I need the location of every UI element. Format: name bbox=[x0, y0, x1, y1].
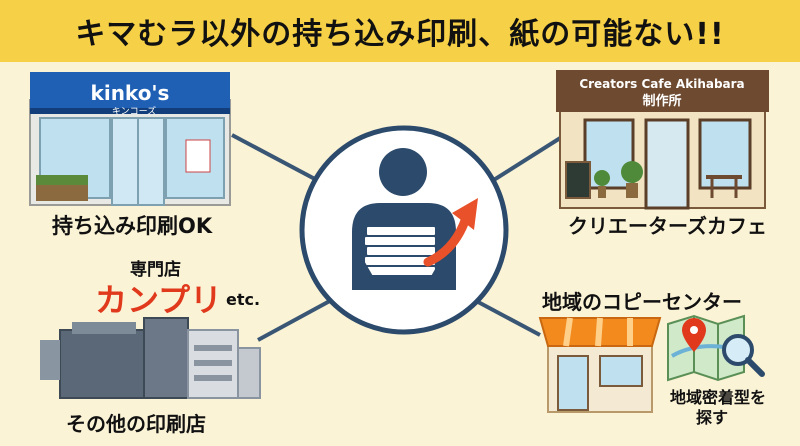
center-circle bbox=[299, 125, 509, 335]
copy-center-note-line1: 地域密着型を bbox=[670, 388, 767, 407]
kinkos-brand: kinko's bbox=[91, 81, 170, 105]
kinkos-caption: 持ち込み印刷OK bbox=[52, 214, 213, 238]
copy-center-note-line2: 探す bbox=[696, 408, 729, 427]
copy-center-heading: 地域のコピーセンター bbox=[542, 290, 742, 314]
print-shops-caption: その他の印刷店 bbox=[66, 412, 206, 436]
cafe-sign-line1: Creators Cafe Akihabara bbox=[579, 77, 744, 91]
magnifier-icon bbox=[722, 334, 765, 377]
person-with-papers-icon bbox=[352, 148, 456, 290]
print-shops-big-label: カンプリ bbox=[95, 281, 223, 319]
cafe-caption: クリエーターズカフェ bbox=[568, 214, 767, 238]
cafe-sign-line2: 制作所 bbox=[642, 93, 681, 109]
page-title: キマむラ以外の持ち込み印刷、紙の可能ない!! bbox=[75, 17, 725, 52]
map-pin-icon bbox=[682, 318, 706, 352]
kinkos-store bbox=[29, 72, 231, 206]
kinkos-brand-kana: キンコーズ bbox=[112, 105, 156, 117]
print-shops-small-label: 専門店 bbox=[130, 260, 181, 280]
copy-center-store bbox=[538, 317, 662, 413]
title-banner: キマむラ以外の持ち込み印刷、紙の可能ない!! bbox=[0, 0, 800, 62]
print-shops-etc: etc. bbox=[226, 290, 261, 309]
arrow-up-right-icon bbox=[423, 198, 478, 267]
creators-cafe bbox=[556, 70, 769, 210]
commercial-printers bbox=[40, 317, 261, 399]
